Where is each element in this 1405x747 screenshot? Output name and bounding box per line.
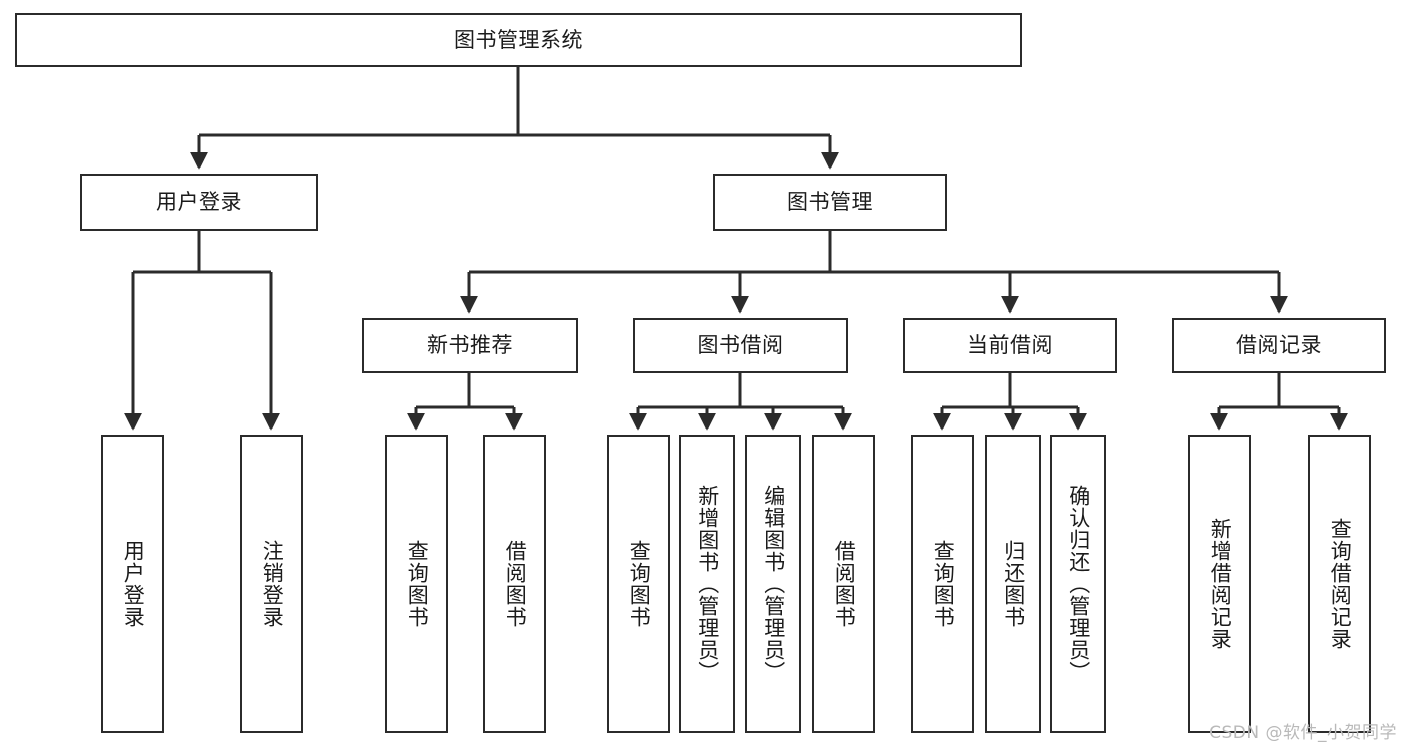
node-book-manage[interactable]: 图书管理 <box>713 174 947 231</box>
node-new-book-recommend-label: 新书推荐 <box>427 333 513 358</box>
leaf-query-book-2-label: 查询图书 <box>627 540 652 628</box>
node-book-borrow[interactable]: 图书借阅 <box>633 318 848 373</box>
leaf-query-borrow-record[interactable]: 查询借阅记录 <box>1308 435 1371 733</box>
leaf-borrow-book-2-label: 借阅图书 <box>832 540 857 628</box>
leaf-borrow-book-2[interactable]: 借阅图书 <box>812 435 875 733</box>
leaf-edit-book[interactable]: 编辑图书（管理员） <box>745 435 801 733</box>
leaf-user-login-label: 用户登录 <box>121 540 146 628</box>
node-borrow-record[interactable]: 借阅记录 <box>1172 318 1386 373</box>
leaf-query-book-1-label: 查询图书 <box>405 540 430 628</box>
leaf-query-book-2[interactable]: 查询图书 <box>607 435 670 733</box>
leaf-user-login[interactable]: 用户登录 <box>101 435 164 733</box>
leaf-add-book[interactable]: 新增图书（管理员） <box>679 435 735 733</box>
leaf-borrow-book-1[interactable]: 借阅图书 <box>483 435 546 733</box>
node-new-book-recommend[interactable]: 新书推荐 <box>362 318 578 373</box>
leaf-confirm-return-label: 确认归还（管理员） <box>1066 485 1091 683</box>
node-current-borrow[interactable]: 当前借阅 <box>903 318 1117 373</box>
node-root[interactable]: 图书管理系统 <box>15 13 1022 67</box>
node-current-borrow-label: 当前借阅 <box>967 333 1053 358</box>
leaf-add-borrow-record-label: 新增借阅记录 <box>1208 518 1233 650</box>
leaf-edit-book-label: 编辑图书（管理员） <box>761 485 786 683</box>
node-root-label: 图书管理系统 <box>454 27 583 52</box>
leaf-return-book-label: 归还图书 <box>1001 540 1026 628</box>
leaf-query-book-3-label: 查询图书 <box>931 540 956 628</box>
node-borrow-record-label: 借阅记录 <box>1236 333 1322 358</box>
node-user-login[interactable]: 用户登录 <box>80 174 318 231</box>
node-user-login-label: 用户登录 <box>156 190 242 215</box>
leaf-borrow-book-1-label: 借阅图书 <box>503 540 528 628</box>
leaf-add-book-label: 新增图书（管理员） <box>695 485 720 683</box>
node-book-borrow-label: 图书借阅 <box>697 333 784 358</box>
leaf-query-book-1[interactable]: 查询图书 <box>385 435 448 733</box>
leaf-query-borrow-record-label: 查询借阅记录 <box>1328 518 1353 650</box>
leaf-return-book[interactable]: 归还图书 <box>985 435 1041 733</box>
leaf-add-borrow-record[interactable]: 新增借阅记录 <box>1188 435 1251 733</box>
node-book-manage-label: 图书管理 <box>787 190 873 215</box>
leaf-query-book-3[interactable]: 查询图书 <box>911 435 974 733</box>
leaf-user-logout[interactable]: 注销登录 <box>240 435 303 733</box>
leaf-user-logout-label: 注销登录 <box>260 540 285 628</box>
leaf-confirm-return[interactable]: 确认归还（管理员） <box>1050 435 1106 733</box>
